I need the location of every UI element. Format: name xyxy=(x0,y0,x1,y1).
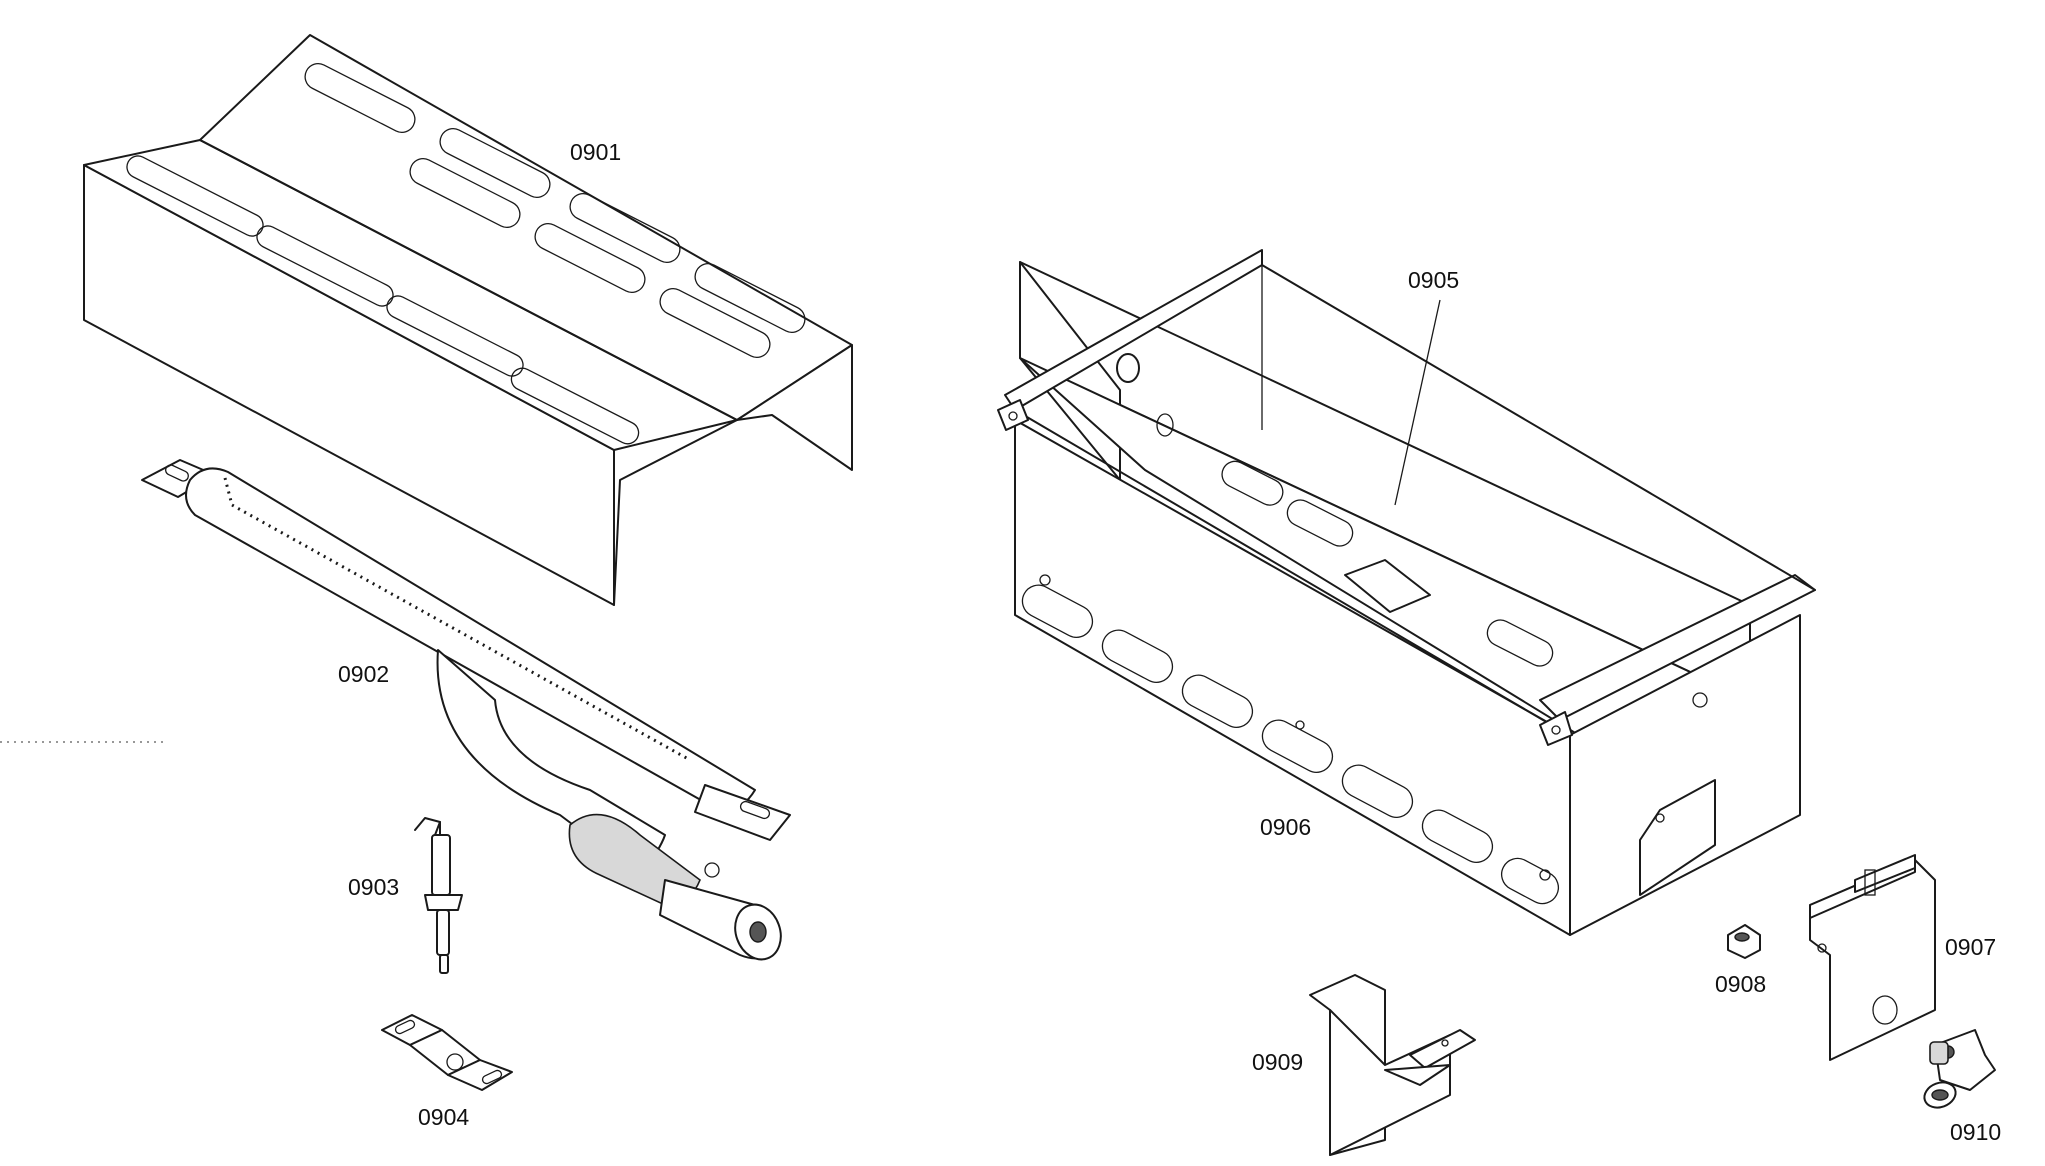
part-0910-valve: 0910 xyxy=(1923,1029,2001,1145)
label-0905: 0905 xyxy=(1408,267,1459,293)
part-0902-burner: 0902 xyxy=(141,459,791,961)
part-0904-bracket: 0904 xyxy=(381,1014,513,1130)
part-0908-orifice: 0908 xyxy=(1715,924,1766,997)
label-0906: 0906 xyxy=(1260,814,1311,840)
part-0909-bracket: 0909 xyxy=(1252,974,1476,1156)
label-0908: 0908 xyxy=(1715,971,1766,997)
label-0909: 0909 xyxy=(1252,1049,1303,1075)
part-0901-heat-shield: 0901 xyxy=(83,34,853,606)
label-0904: 0904 xyxy=(418,1104,469,1130)
part-0905-0906-firebox: 0905 0906 xyxy=(997,249,1816,936)
part-0907-valve-bracket: 0907 xyxy=(1809,854,1996,1061)
label-0901: 0901 xyxy=(570,139,621,165)
label-0907: 0907 xyxy=(1945,934,1996,960)
label-0902: 0902 xyxy=(338,661,389,687)
label-0903: 0903 xyxy=(348,874,399,900)
label-0910: 0910 xyxy=(1950,1119,2001,1145)
part-0903-igniter: 0903 xyxy=(348,817,463,974)
